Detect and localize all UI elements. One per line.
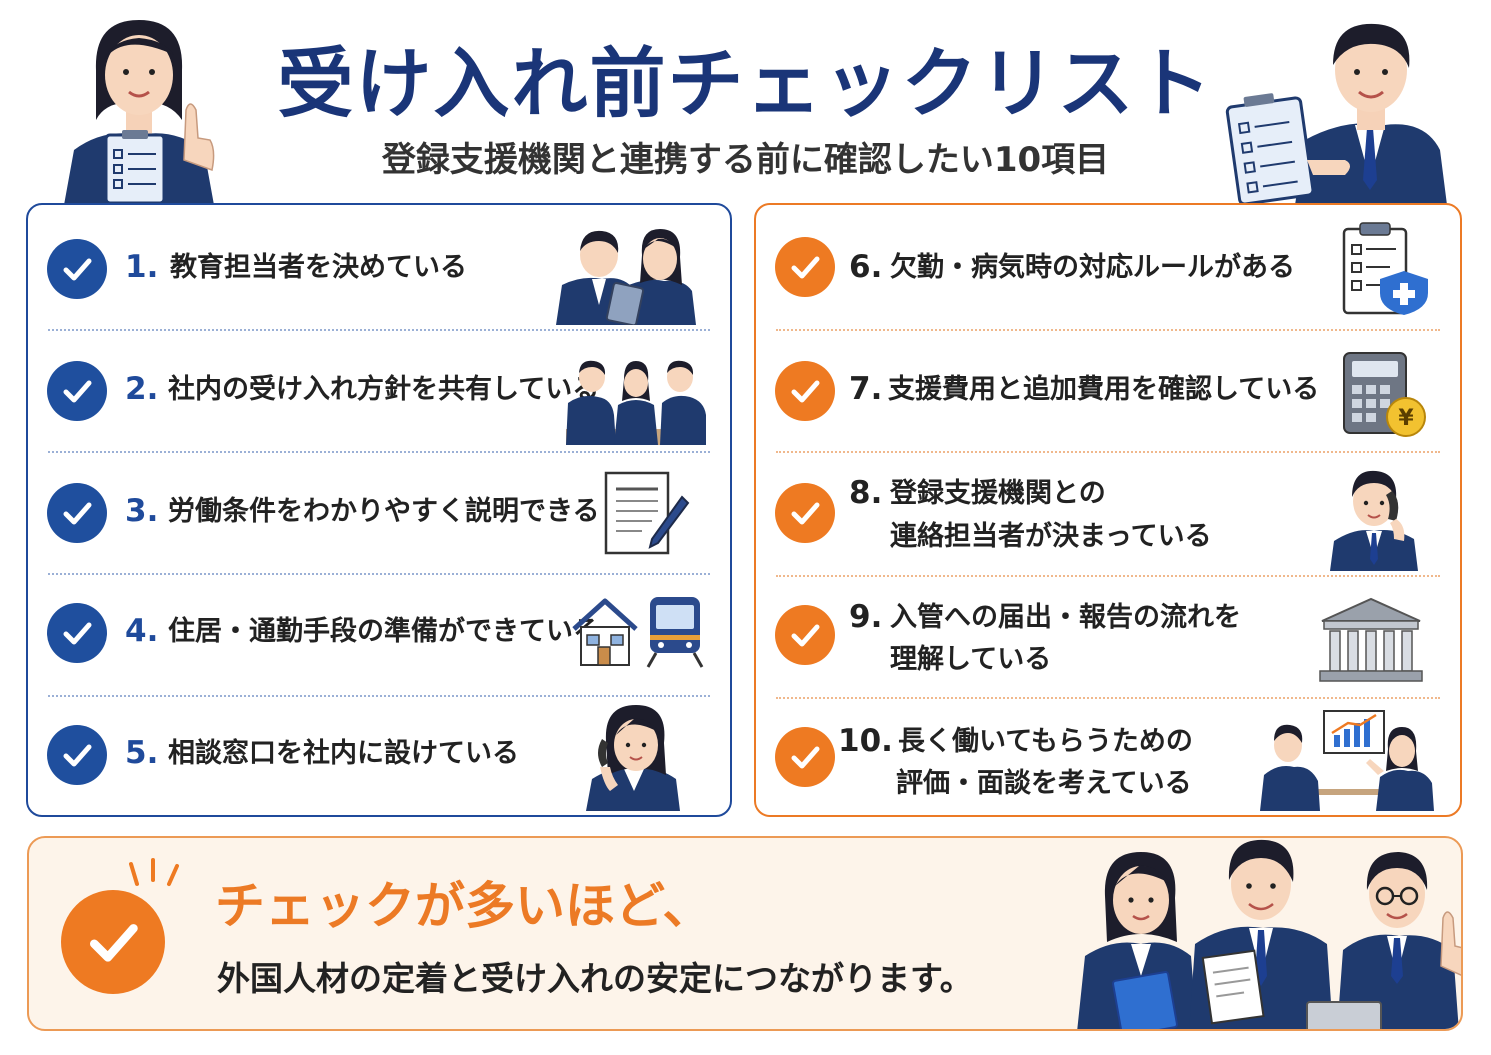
item-number: 7.: [849, 371, 883, 407]
checklist-item-8: 8. 登録支援機関との 連絡担当者が決まっている: [756, 451, 1460, 575]
item-text-line-1: 登録支援機関との: [890, 478, 1106, 509]
item-number: 9.: [849, 599, 883, 635]
woman-on-phone-icon: [586, 705, 680, 811]
checklist-item-9: 9. 入管への届出・報告の流れを 理解している: [756, 575, 1460, 697]
checklist-item-4: 4. 住居・通勤手段の準備ができている: [28, 573, 730, 695]
check-icon: [775, 237, 835, 297]
checklist-item-7: 7. 支援費用と追加費用を確認している ¥: [756, 329, 1460, 451]
page-title: 受け入れ前チェックリスト: [277, 39, 1214, 128]
document-pen-icon: [604, 471, 690, 555]
item-text-line-2: 理解している: [890, 644, 1052, 675]
big-check-icon: [61, 890, 165, 994]
checklist-item-10: 10. 長く働いてもらうための 評価・面談を考えている: [756, 697, 1460, 815]
checklist-item-2: 2. 社内の受け入れ方針を共有している: [28, 329, 730, 451]
checklist-item-1: 1. 教育担当者を決めている: [28, 205, 730, 329]
summary-message: 外国人材の定着と受け入れの安定につながります。: [217, 959, 973, 998]
check-icon: [47, 239, 107, 299]
summary-banner: チェックが多いほど、 外国人材の定着と受け入れの安定につながります。: [27, 836, 1463, 1031]
item-text-line-1: 長く働いてもらうための: [898, 726, 1193, 757]
house-icon: [572, 598, 638, 666]
man-with-clipboard-icon: [1225, 23, 1447, 205]
item-text: 相談窓口を社内に設けている: [168, 738, 519, 769]
item-number: 6.: [849, 249, 883, 285]
calculator-yen-icon: ¥: [1343, 352, 1426, 437]
train-icon: [646, 597, 704, 668]
checklist-panel-left: 1. 教育担当者を決めている 2. 社内の受け入れ方針を共有している: [26, 203, 732, 817]
item-text: 支援費用と追加費用を確認している: [888, 374, 1320, 405]
item-number: 10.: [838, 723, 893, 759]
item-text-line-2: 連絡担当者が決まっている: [890, 521, 1212, 552]
checklist-panel-right: 6. 欠勤・病気時の対応ルールがある 7. 支援費用と追加費用を確認している: [754, 203, 1462, 817]
check-icon: [47, 361, 107, 421]
check-icon: [47, 603, 107, 663]
item-text: 住居・通勤手段の準備ができている: [168, 616, 600, 647]
page-subtitle: 登録支援機関と連携する前に確認したい10項目: [381, 140, 1110, 180]
item-text-line-2: 評価・面談を考えている: [896, 768, 1192, 799]
emphasis-rays-icon: [129, 858, 179, 886]
woman-with-checklist-icon: [64, 20, 215, 205]
item-number: 4.: [125, 613, 159, 649]
item-number: 2.: [125, 371, 159, 407]
clipboard-shield-icon: [1342, 222, 1428, 315]
checklist-item-3: 3. 労働条件をわかりやすく説明できる: [28, 451, 730, 573]
checklist-item-5: 5. 相談窓口を社内に設けている: [28, 695, 730, 815]
item-number: 8.: [849, 475, 883, 511]
check-icon: [775, 727, 835, 787]
evaluation-meeting-icon: [1260, 710, 1434, 811]
government-building-icon: [1319, 597, 1423, 682]
item-text: 社内の受け入れ方針を共有している: [168, 374, 600, 405]
two-staff-with-tablet-icon: [556, 229, 696, 325]
item-number: 1.: [125, 249, 159, 285]
summary-headline: チェックが多いほど、: [215, 877, 713, 935]
item-text: 教育担当者を決めている: [170, 252, 467, 283]
svg-text:¥: ¥: [1398, 406, 1414, 431]
check-icon: [775, 361, 835, 421]
item-text: 労働条件をわかりやすく説明できる: [168, 496, 600, 527]
team-of-three-icon: [1077, 839, 1461, 1029]
item-number: 5.: [125, 735, 159, 771]
check-icon: [775, 605, 835, 665]
meeting-icon: [566, 360, 706, 445]
check-icon: [47, 725, 107, 785]
item-text: 欠勤・病気時の対応ルールがある: [890, 252, 1295, 283]
check-icon: [775, 483, 835, 543]
man-on-phone-icon: [1330, 470, 1418, 571]
checklist-item-6: 6. 欠勤・病気時の対応ルールがある: [756, 205, 1460, 329]
item-number: 3.: [125, 493, 159, 529]
item-text-line-1: 入管への届出・報告の流れを: [890, 602, 1241, 633]
check-icon: [47, 483, 107, 543]
